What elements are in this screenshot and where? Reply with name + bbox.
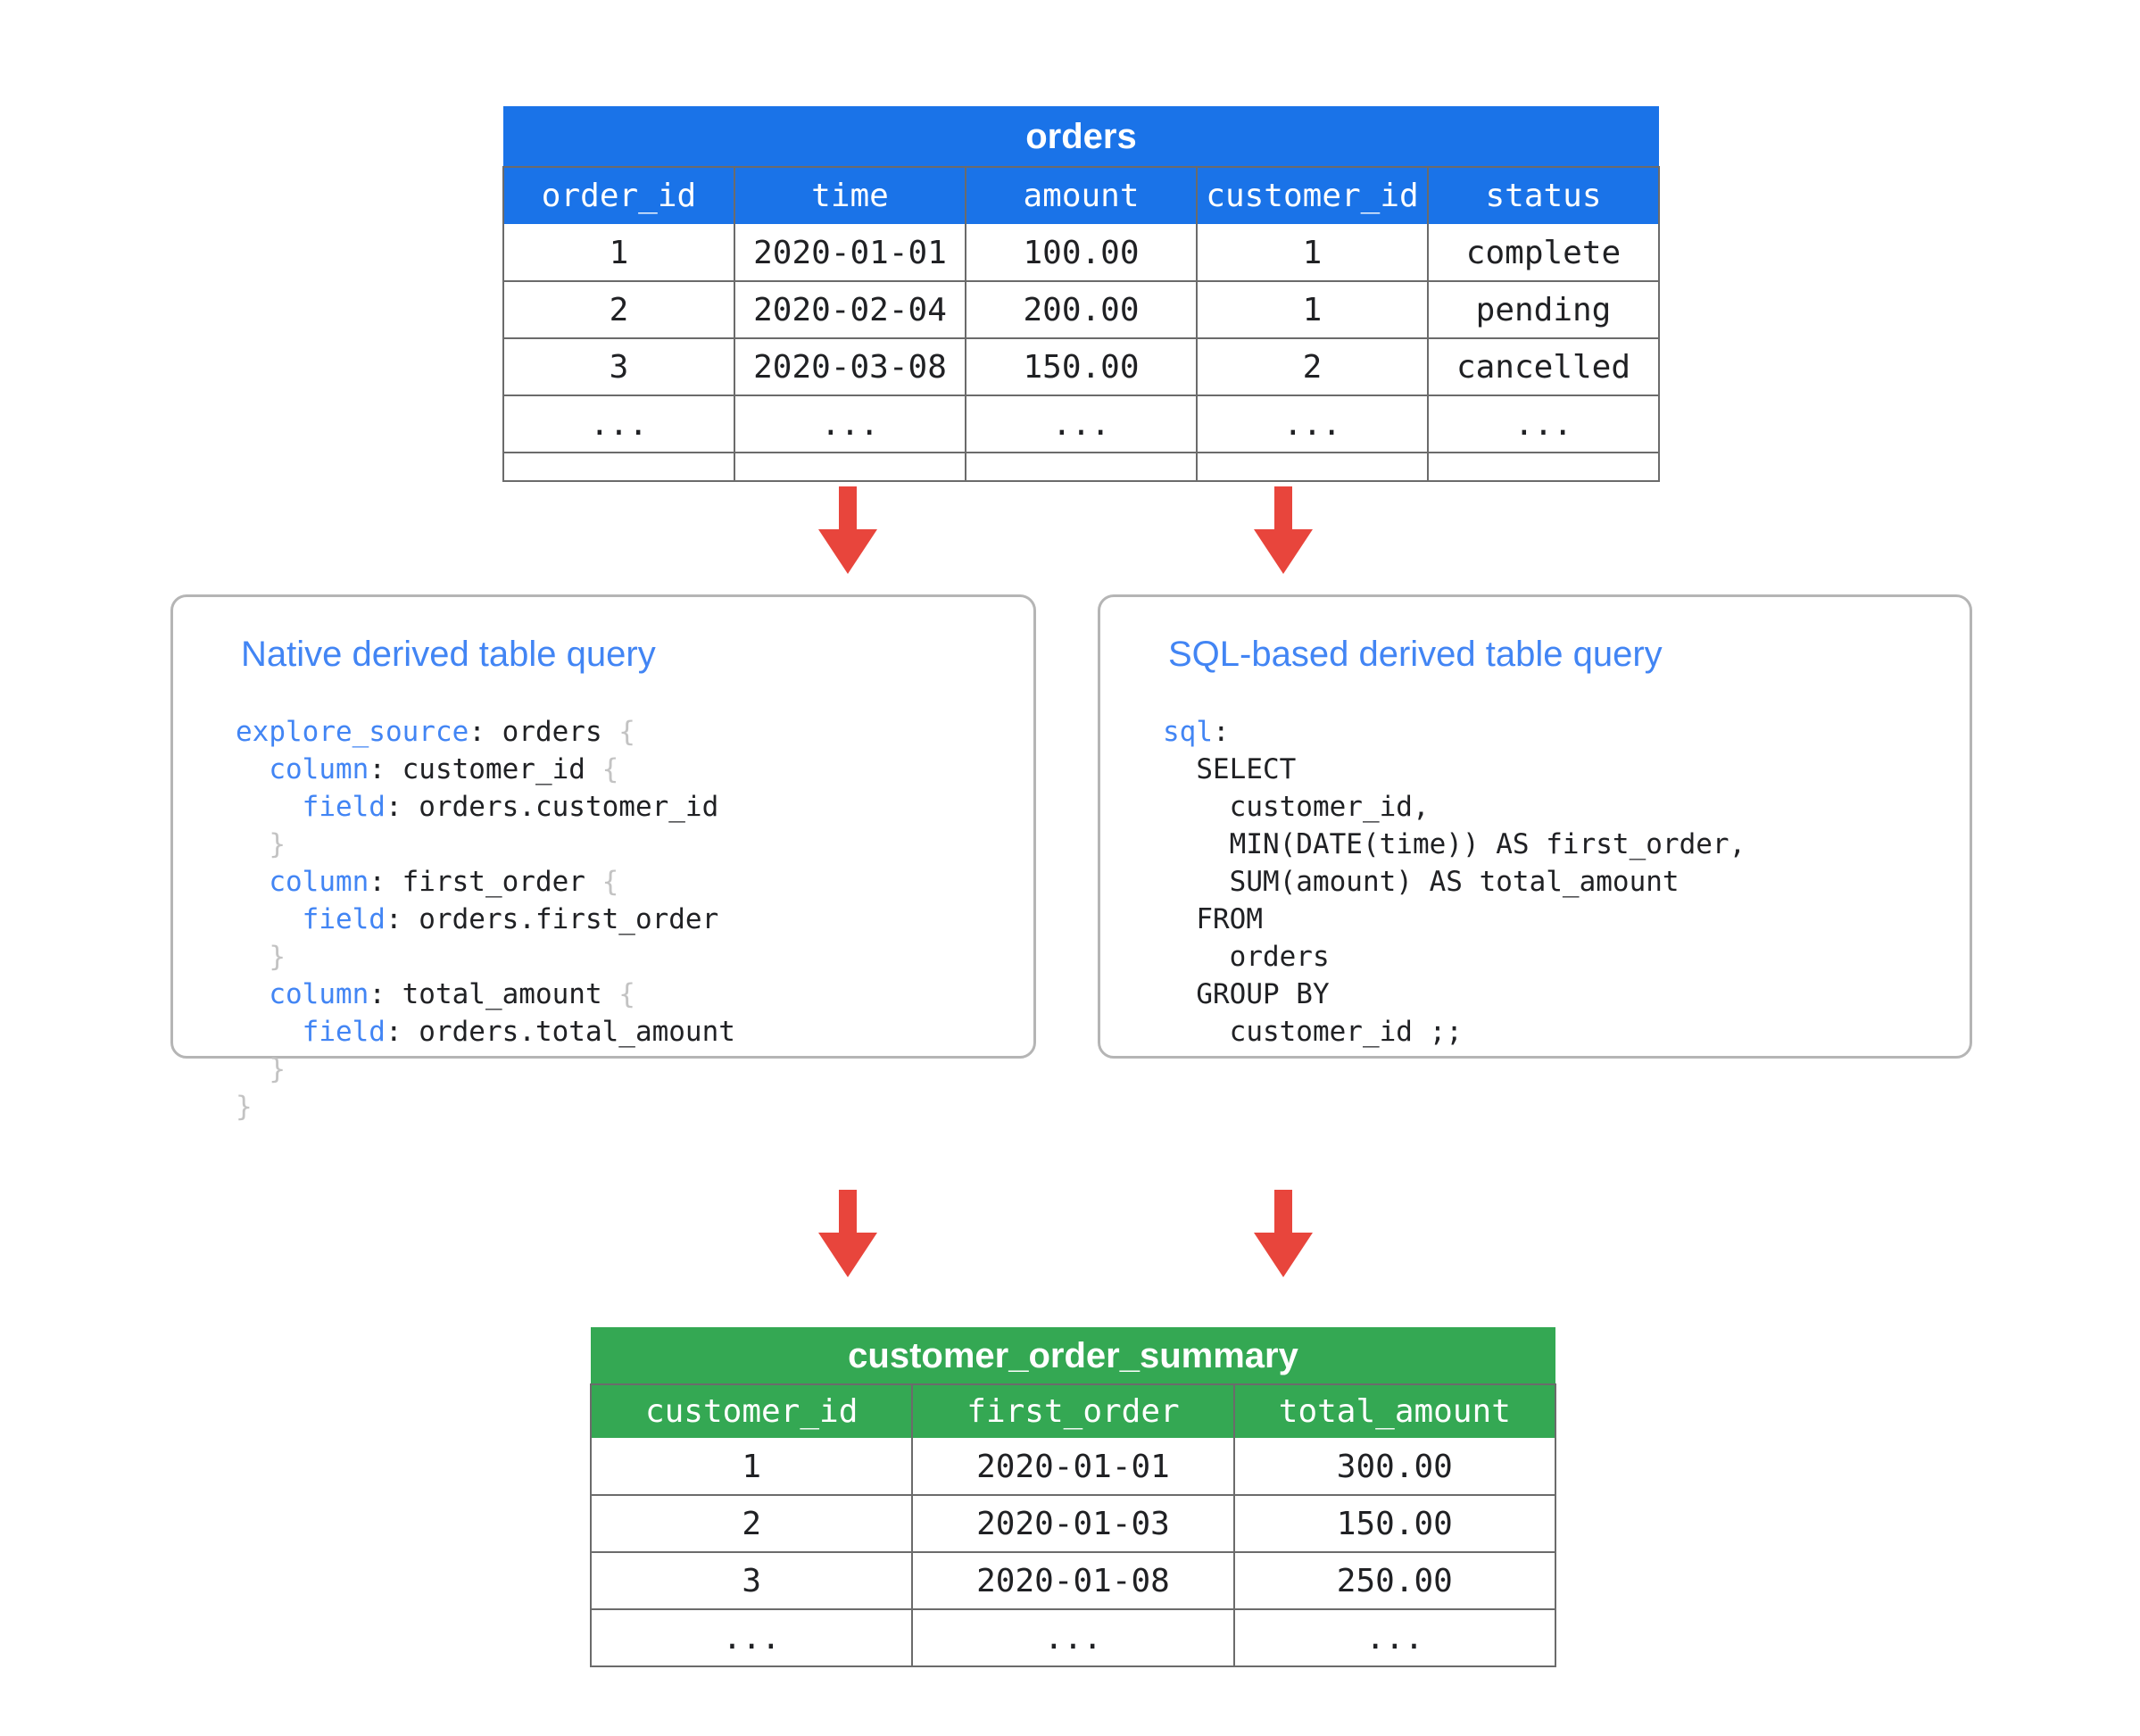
code-brace: }	[236, 1091, 253, 1123]
code-brace: }	[269, 828, 286, 860]
code-brace: {	[618, 716, 635, 748]
summary-column-header-total-amount: total_amount	[1232, 1383, 1557, 1438]
summary-column-header-first-order: first_order	[911, 1383, 1235, 1438]
orders-cell: 1	[1196, 280, 1429, 339]
down-arrow-icon-native-to-summary	[818, 1190, 877, 1277]
arrow-shaft	[1274, 486, 1292, 533]
code-brace: }	[269, 941, 286, 973]
summary-cell: 250.00	[1232, 1551, 1557, 1610]
sql-panel-code: sql: SELECT customer_id, MIN(DATE(time))…	[1163, 716, 1746, 1048]
orders-cell: complete	[1427, 223, 1660, 282]
arrow-head	[818, 1233, 877, 1277]
summary-cell: 2	[589, 1494, 914, 1553]
orders-cell: 2020-02-04	[734, 280, 966, 339]
arrow-head	[1254, 1233, 1313, 1277]
orders-cell: 2020-03-08	[734, 337, 966, 396]
down-arrow-icon-orders-to-sql	[1254, 486, 1313, 574]
sql-derived-table-panel: SQL-based derived table query sql: SELEC…	[1098, 594, 1972, 1059]
summary-table-header-row: customer_id first_order total_amount	[589, 1383, 1557, 1438]
table-row: 3 2020-01-08 250.00	[589, 1551, 1557, 1610]
summary-cell: 2020-01-03	[911, 1494, 1235, 1553]
arrow-shaft	[839, 486, 857, 533]
orders-cell-blank	[965, 452, 1198, 482]
summary-column-header-customer-id: customer_id	[589, 1383, 914, 1438]
orders-cell: pending	[1427, 280, 1660, 339]
table-row: 2 2020-02-04 200.00 1 pending	[502, 280, 1660, 339]
code-keyword-explore-source: explore_source	[236, 716, 469, 748]
customer-order-summary-table: customer_order_summary customer_id first…	[589, 1326, 1557, 1667]
code-keyword-field: field	[302, 791, 386, 823]
code-brace: {	[618, 978, 635, 1010]
orders-cell: cancelled	[1427, 337, 1660, 396]
orders-cell-ellipsis: ...	[1196, 395, 1429, 453]
code-brace: {	[601, 753, 619, 785]
code-keyword-column: column	[269, 866, 369, 898]
table-row-ellipsis: ... ... ... ... ...	[502, 395, 1660, 453]
native-panel-code: explore_source: orders { column: custome…	[236, 716, 735, 1123]
summary-cell: 300.00	[1232, 1437, 1557, 1496]
native-derived-table-panel: Native derived table query explore_sourc…	[170, 594, 1036, 1123]
orders-table-title: orders	[503, 106, 1659, 168]
orders-cell: 1	[502, 223, 735, 282]
orders-cell-blank	[1427, 452, 1660, 482]
orders-cell-ellipsis: ...	[502, 395, 735, 453]
code-keyword-sql: sql	[1163, 716, 1213, 748]
orders-cell: 3	[502, 337, 735, 396]
orders-cell-blank	[502, 452, 735, 482]
orders-cell: 2020-01-01	[734, 223, 966, 282]
table-row-ellipsis: ... ... ...	[589, 1608, 1557, 1667]
code-brace: }	[269, 1053, 286, 1085]
orders-column-header-order-id: order_id	[502, 166, 735, 224]
summary-cell: 2020-01-08	[911, 1551, 1235, 1610]
code-keyword-column: column	[269, 978, 369, 1010]
orders-cell: 100.00	[965, 223, 1198, 282]
orders-cell: 150.00	[965, 337, 1198, 396]
arrow-head	[818, 529, 877, 574]
table-row-truncated	[502, 452, 1660, 482]
orders-cell: 2	[502, 280, 735, 339]
table-row: 2 2020-01-03 150.00	[589, 1494, 1557, 1553]
code-keyword-field: field	[302, 903, 386, 935]
orders-cell-blank	[734, 452, 966, 482]
code-keyword-column: column	[269, 753, 369, 785]
arrow-shaft	[1274, 1190, 1292, 1236]
summary-cell: 1	[589, 1437, 914, 1496]
orders-table-header-row: order_id time amount customer_id status	[502, 166, 1660, 224]
code-brace: {	[601, 866, 619, 898]
summary-cell: 3	[589, 1551, 914, 1610]
table-row: 1 2020-01-01 300.00	[589, 1437, 1557, 1496]
down-arrow-icon-orders-to-native	[818, 486, 877, 574]
orders-cell: 1	[1196, 223, 1429, 282]
arrow-head	[1254, 529, 1313, 574]
orders-cell-blank	[1196, 452, 1429, 482]
summary-cell-ellipsis: ...	[911, 1608, 1235, 1667]
arrow-shaft	[839, 1190, 857, 1236]
orders-column-header-customer-id: customer_id	[1196, 166, 1429, 224]
summary-cell: 2020-01-01	[911, 1437, 1235, 1496]
code-keyword-field: field	[302, 1016, 386, 1048]
summary-cell-ellipsis: ...	[1232, 1608, 1557, 1667]
orders-column-header-time: time	[734, 166, 966, 224]
orders-cell-ellipsis: ...	[1427, 395, 1660, 453]
table-row: 3 2020-03-08 150.00 2 cancelled	[502, 337, 1660, 396]
orders-cell-ellipsis: ...	[734, 395, 966, 453]
table-row: 1 2020-01-01 100.00 1 complete	[502, 223, 1660, 282]
sql-panel-title: SQL-based derived table query	[1168, 635, 1663, 674]
orders-cell-ellipsis: ...	[965, 395, 1198, 453]
orders-column-header-amount: amount	[965, 166, 1198, 224]
summary-table-title-row: customer_order_summary	[591, 1327, 1555, 1385]
orders-column-header-status: status	[1427, 166, 1660, 224]
down-arrow-icon-sql-to-summary	[1254, 1190, 1313, 1277]
summary-cell-ellipsis: ...	[589, 1608, 914, 1667]
summary-cell: 150.00	[1232, 1494, 1557, 1553]
orders-cell: 2	[1196, 337, 1429, 396]
summary-table-title: customer_order_summary	[591, 1327, 1555, 1385]
native-panel-title: Native derived table query	[241, 635, 656, 674]
orders-cell: 200.00	[965, 280, 1198, 339]
orders-table-title-row: orders	[503, 106, 1659, 168]
orders-table: orders order_id time amount customer_id …	[502, 105, 1660, 482]
